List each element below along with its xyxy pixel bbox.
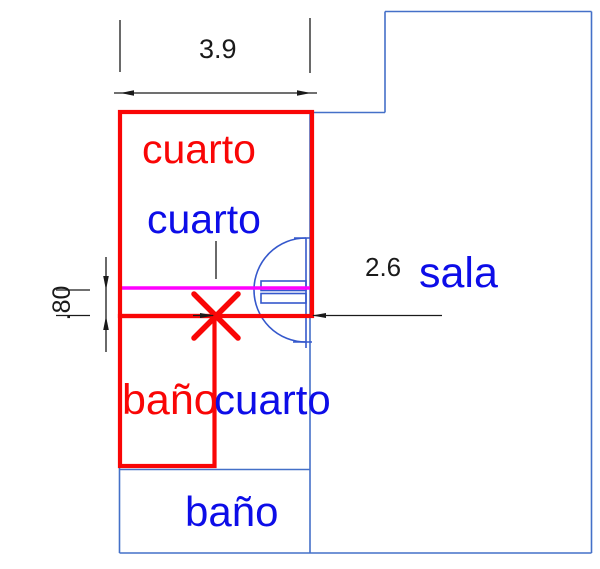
door-symbol (253, 237, 312, 348)
dim-text-sala-width: 2.6 (365, 252, 401, 282)
red-rooms (117, 109, 315, 469)
door-swing-arc (253, 237, 307, 343)
label-bath-red: baño (122, 376, 218, 424)
x-marker-stroke-2 (191, 291, 241, 341)
dim-arrow-right (297, 90, 311, 96)
label-sala: sala (419, 249, 498, 297)
dim-arrow-inward-right (200, 313, 215, 318)
dimension-sala-width (193, 313, 442, 318)
dim-text-top-width: 3.9 (199, 34, 237, 64)
dim-arrow-left (120, 90, 134, 96)
label-room-top-red: cuarto (142, 126, 256, 172)
label-bath-bottom-blue: baño (185, 488, 278, 535)
door-leaf-upper (260, 280, 307, 292)
dim-text-wall-gap: .80 (48, 286, 76, 321)
red-bath-outline (117, 313, 217, 469)
dimension-top-width (114, 18, 317, 96)
label-room-top-blue: cuarto (147, 196, 261, 242)
x-marker (191, 291, 241, 341)
label-room-bottom-blue: cuarto (214, 376, 331, 423)
dim-arrow-down (103, 276, 109, 290)
dimension-wall-gap (56, 257, 109, 352)
dim-arrow-inward-left (312, 313, 326, 318)
dim-arrow-up (103, 316, 109, 330)
door-leaf-lower (260, 292, 307, 304)
